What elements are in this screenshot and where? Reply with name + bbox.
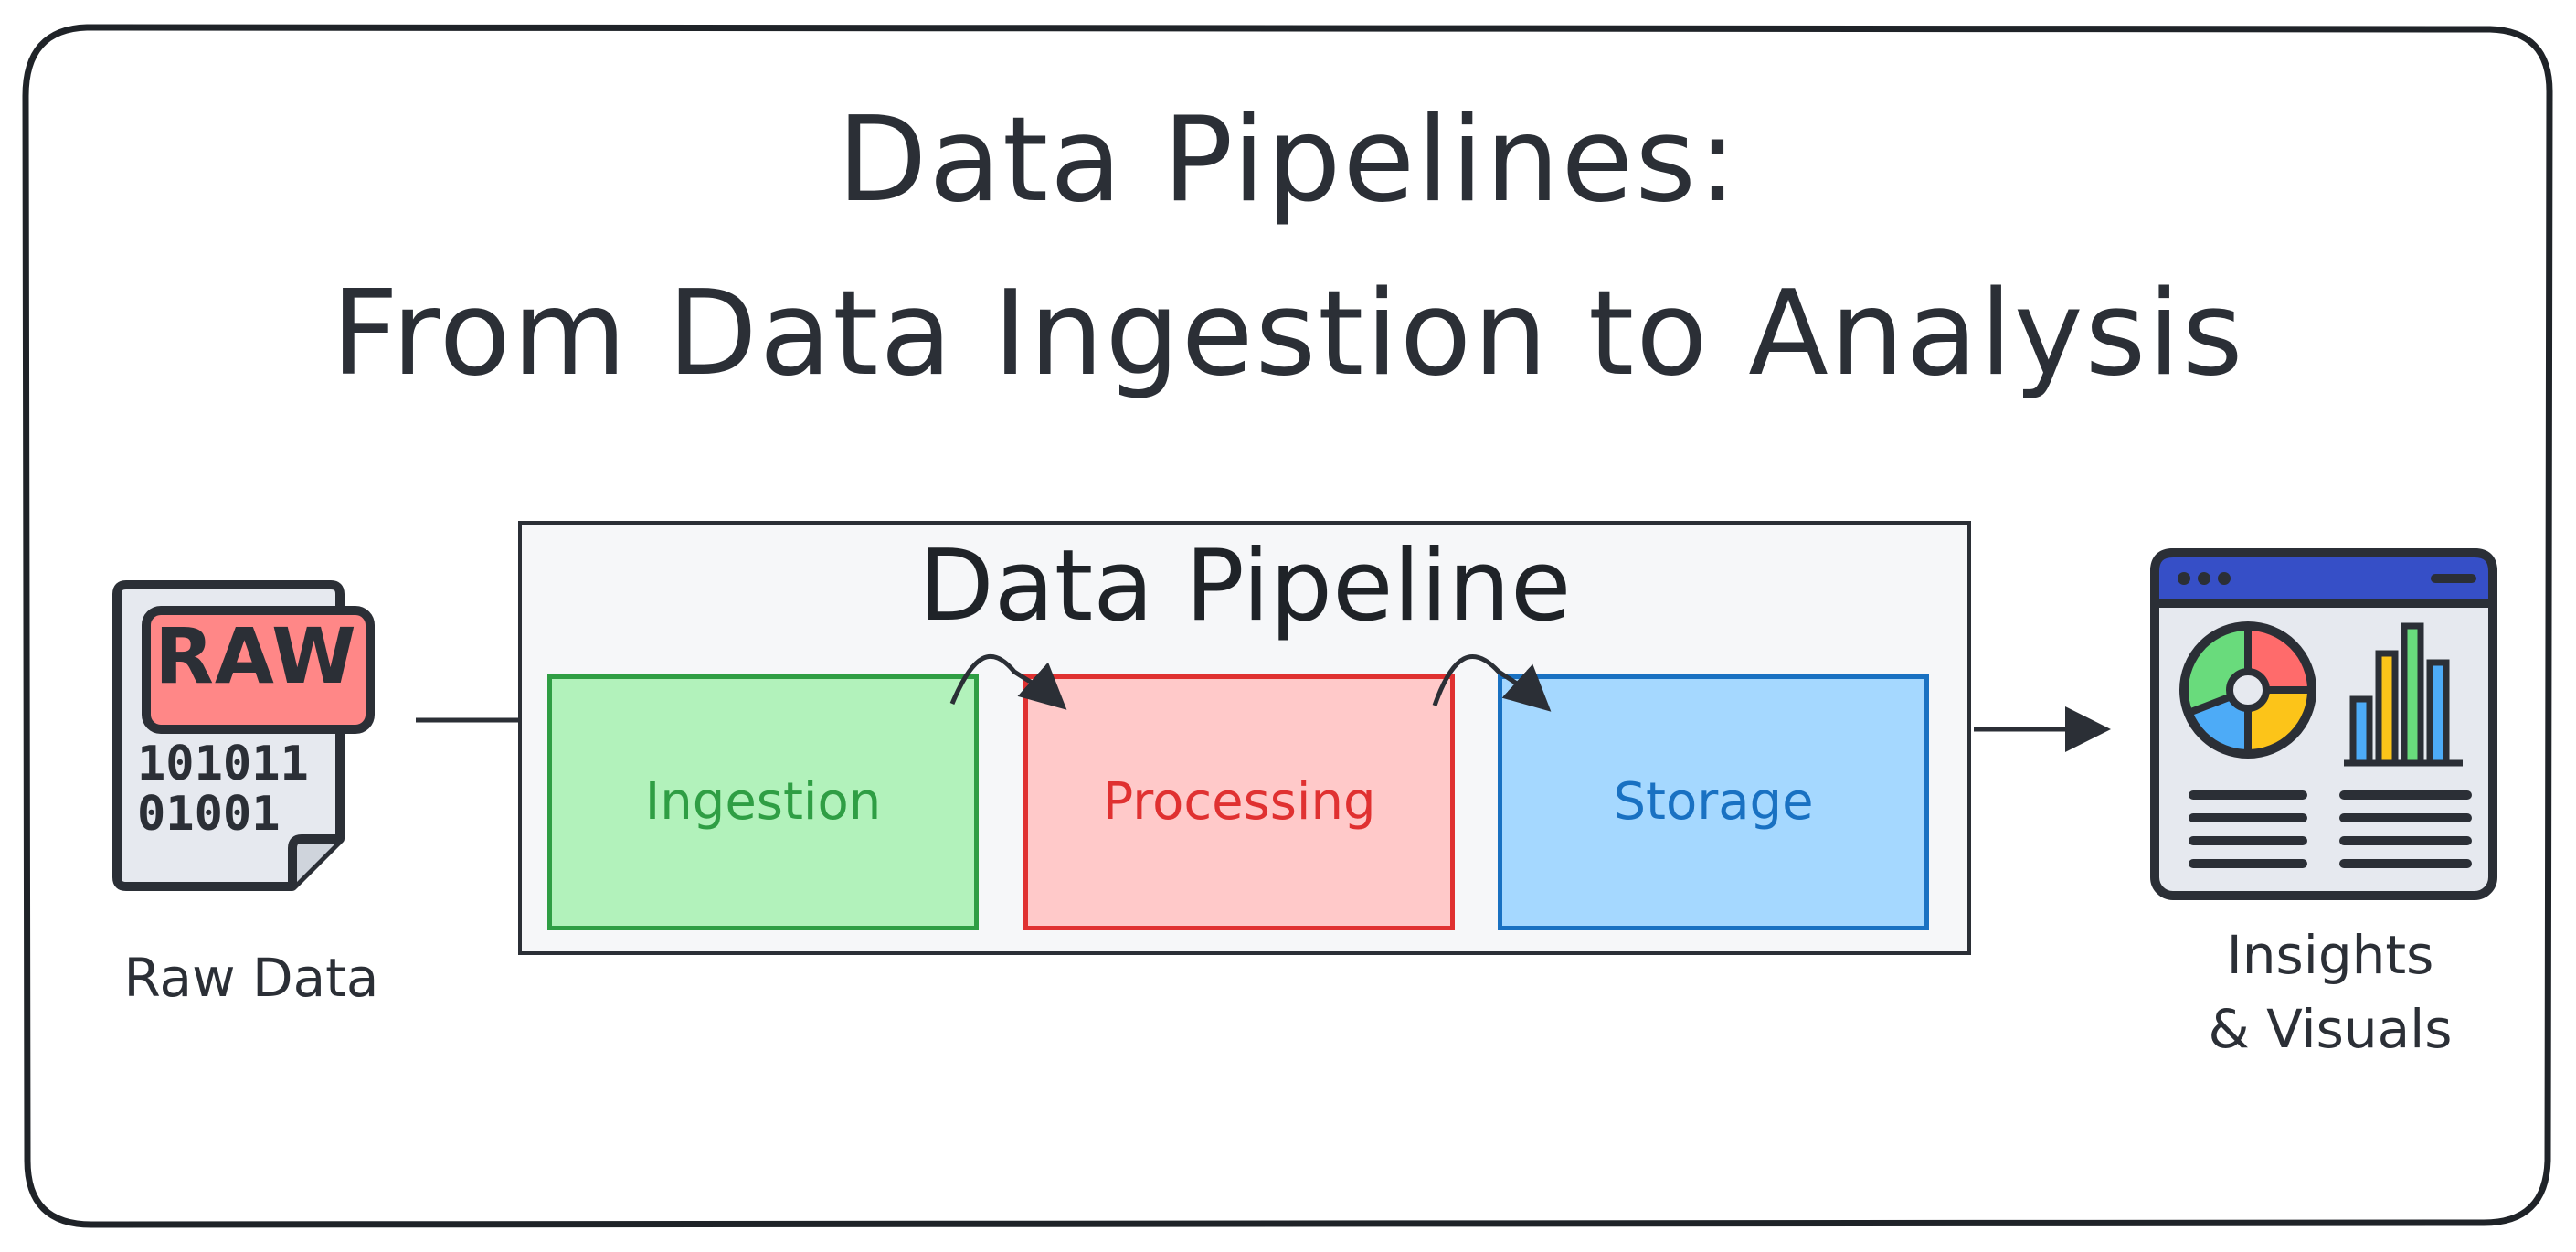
stage-storage: Storage — [1498, 674, 1929, 930]
raw-badge-text: RAW — [154, 611, 357, 701]
stage-processing: Processing — [1023, 674, 1455, 930]
dashboard-icon — [2150, 548, 2497, 900]
bar-chart-icon — [2344, 622, 2463, 767]
raw-file-icon — [112, 580, 375, 891]
text-lines-icon — [2189, 790, 2472, 868]
arrow-processing-to-storage — [1432, 654, 1552, 712]
donut-chart-icon — [2179, 621, 2316, 759]
insights-label: Insights & Visuals — [2147, 918, 2513, 1066]
pipeline-heading: Data Pipeline — [917, 529, 1572, 643]
stage-processing-label: Processing — [1102, 772, 1376, 832]
title-line-1: Data Pipelines: — [836, 92, 1740, 228]
title-line-2: From Data Ingestion to Analysis — [331, 266, 2245, 402]
insights-label-line-1: Insights — [2226, 924, 2434, 986]
stage-ingestion-label: Ingestion — [644, 772, 882, 832]
stage-ingestion: Ingestion — [547, 674, 979, 930]
binary-line-2: 01001 — [137, 787, 281, 842]
stage-storage-label: Storage — [1613, 772, 1814, 832]
arrow-ingestion-to-processing — [949, 654, 1067, 710]
insights-label-line-2: & Visuals — [2208, 998, 2453, 1061]
raw-data-label: Raw Data — [123, 947, 379, 1009]
binary-line-1: 101011 — [137, 737, 309, 791]
